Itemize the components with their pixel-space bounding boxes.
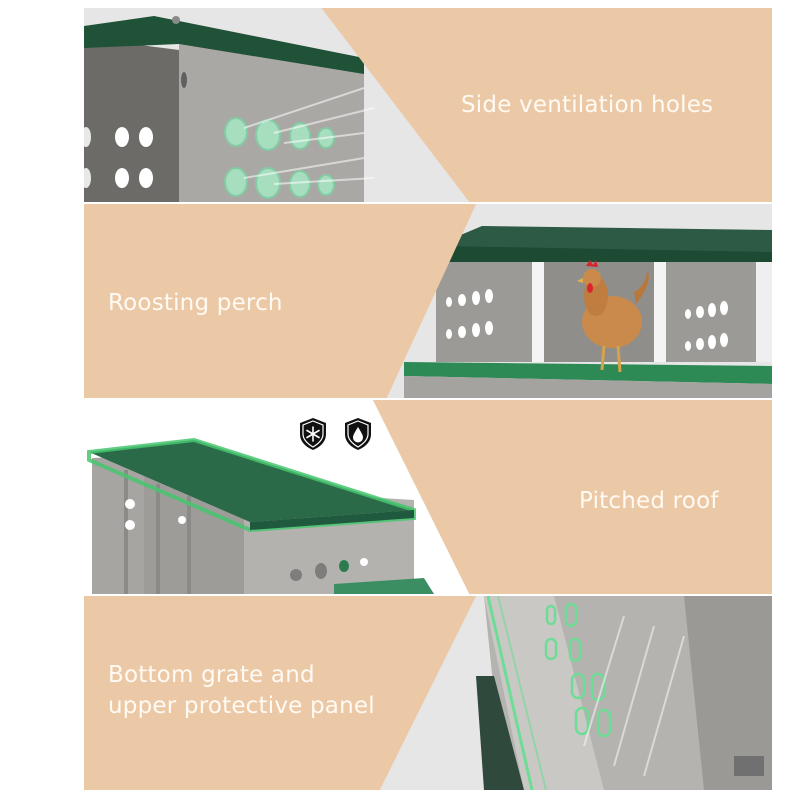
snowflake-shield-icon	[300, 418, 326, 450]
feature-panel-roof: Pitched roof	[84, 400, 772, 594]
feature-label-grate-line-2: upper protective panel	[108, 693, 375, 720]
feature-label-grate-line-1: Bottom grate and	[108, 662, 315, 688]
feature-panel-grate: Bottom grate and upper protective panel	[84, 596, 772, 790]
feature-panel-perch: Roosting perch	[84, 204, 772, 398]
feature-label-roof: Pitched roof	[579, 488, 719, 514]
feature-panel-ventilation: Side ventilation holes	[84, 8, 772, 202]
water-drop-shield-icon	[345, 418, 371, 450]
hen-illustration	[577, 260, 649, 373]
feature-label-ventilation: Side ventilation holes	[461, 92, 714, 118]
feature-collage: Side ventilation holes	[84, 8, 772, 790]
feature-label-grate: Bottom grate and upper protective panel	[108, 660, 375, 722]
feature-label-perch: Roosting perch	[108, 290, 283, 316]
